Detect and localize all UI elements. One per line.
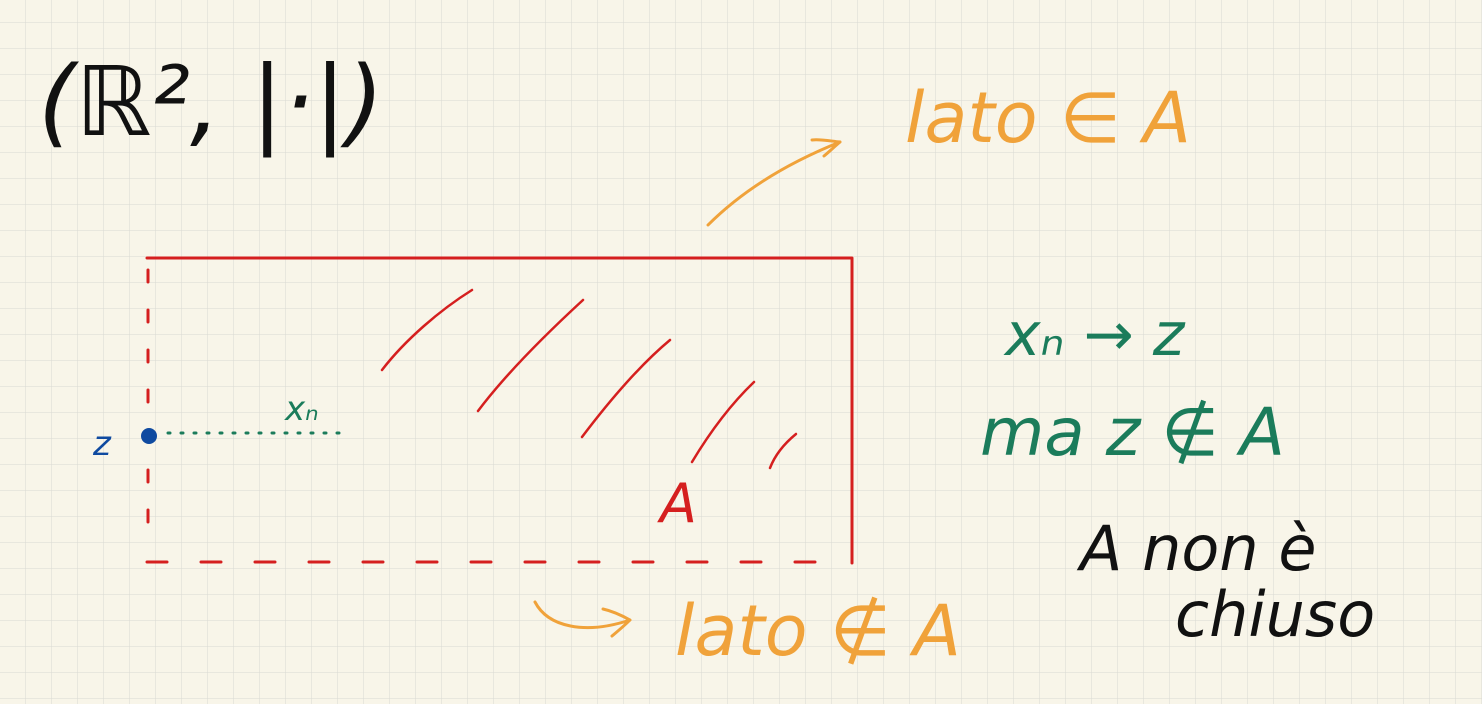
set-a-label: A bbox=[657, 472, 697, 535]
sequence-label: xₙ bbox=[284, 389, 319, 429]
top-side-arrow bbox=[706, 138, 842, 227]
conclusion-line-1: A non è bbox=[1076, 512, 1317, 585]
point-z bbox=[141, 428, 157, 444]
point-z-label: z bbox=[92, 424, 112, 464]
top-side-annotation: lato ∈ A bbox=[905, 77, 1191, 159]
set-a-closed-edges bbox=[145, 256, 854, 565]
conclusion-line-2: chiuso bbox=[1175, 578, 1375, 651]
convergence-statement: xₙ → z bbox=[1003, 300, 1186, 370]
normed-space-label: (ℝ², |·|) bbox=[38, 46, 384, 159]
bottom-side-annotation: lato ∉ A bbox=[675, 590, 961, 672]
set-a-hatching bbox=[380, 288, 798, 470]
bottom-side-arrow bbox=[533, 600, 632, 638]
non-membership-statement: ma z ∉ A bbox=[980, 394, 1285, 471]
